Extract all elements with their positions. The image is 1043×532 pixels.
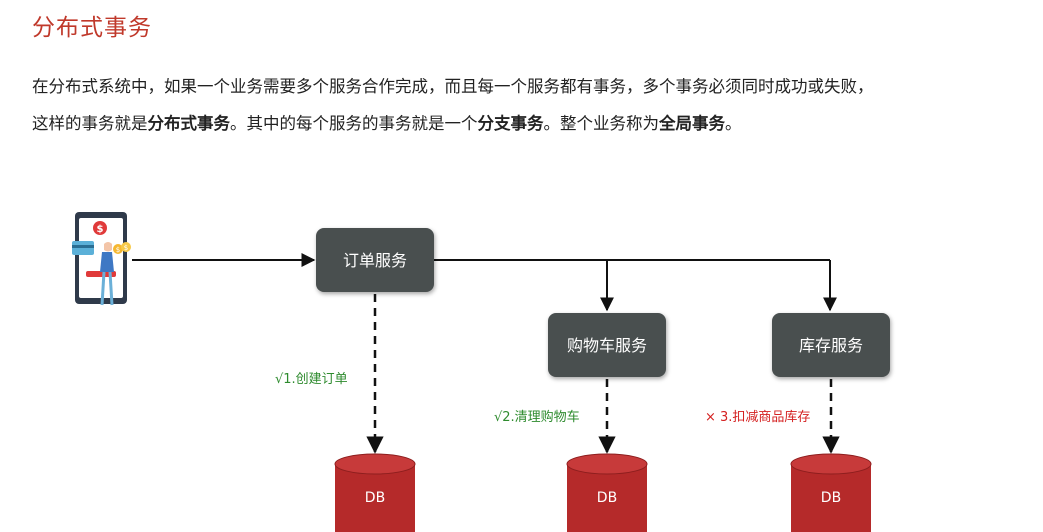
order-service-node: 订单服务 [316, 228, 434, 292]
order-db: DB [334, 453, 416, 532]
svg-text:$: $ [116, 246, 120, 254]
step-create-order: √1.创建订单 [275, 372, 348, 387]
cart-db: DB [566, 453, 648, 532]
cart-db-label: DB [597, 490, 617, 506]
term-branch-transaction: 分支事务 [477, 114, 544, 133]
para-line2-a: 这样的事务就是 [32, 114, 148, 133]
step-deduct-stock: × 3.扣减商品库存 [705, 409, 810, 425]
term-global-transaction: 全局事务 [659, 114, 725, 133]
stock-db: DB [790, 453, 872, 532]
para-line2-g: 。 [725, 114, 742, 133]
para-line1: 在分布式系统中，如果一个业务需要多个服务合作完成，而且每一个服务都有事务，多个事… [32, 77, 874, 96]
para-line2-c: 。其中的每个服务的事务就是一个 [230, 114, 478, 133]
page-title: 分布式事务 [32, 15, 152, 41]
svg-text:$: $ [124, 244, 128, 252]
term-distributed-transaction: 分布式事务 [147, 114, 231, 133]
intro-paragraph: 在分布式系统中，如果一个业务需要多个服务合作完成，而且每一个服务都有事务，多个事… [32, 68, 1032, 142]
stock-service-label: 库存服务 [799, 336, 863, 355]
stock-service-node: 库存服务 [772, 313, 890, 377]
order-db-label: DB [365, 490, 385, 506]
cart-service-label: 购物车服务 [567, 336, 647, 355]
mobile-payment-icon: $ $ $ [72, 212, 131, 306]
svg-text:$: $ [97, 224, 104, 235]
stock-db-label: DB [821, 490, 841, 506]
cart-service-node: 购物车服务 [548, 313, 666, 377]
step-clear-cart: √2.清理购物车 [494, 409, 580, 425]
para-line2-e: 。整个业务称为 [543, 114, 660, 133]
order-service-label: 订单服务 [343, 251, 407, 270]
